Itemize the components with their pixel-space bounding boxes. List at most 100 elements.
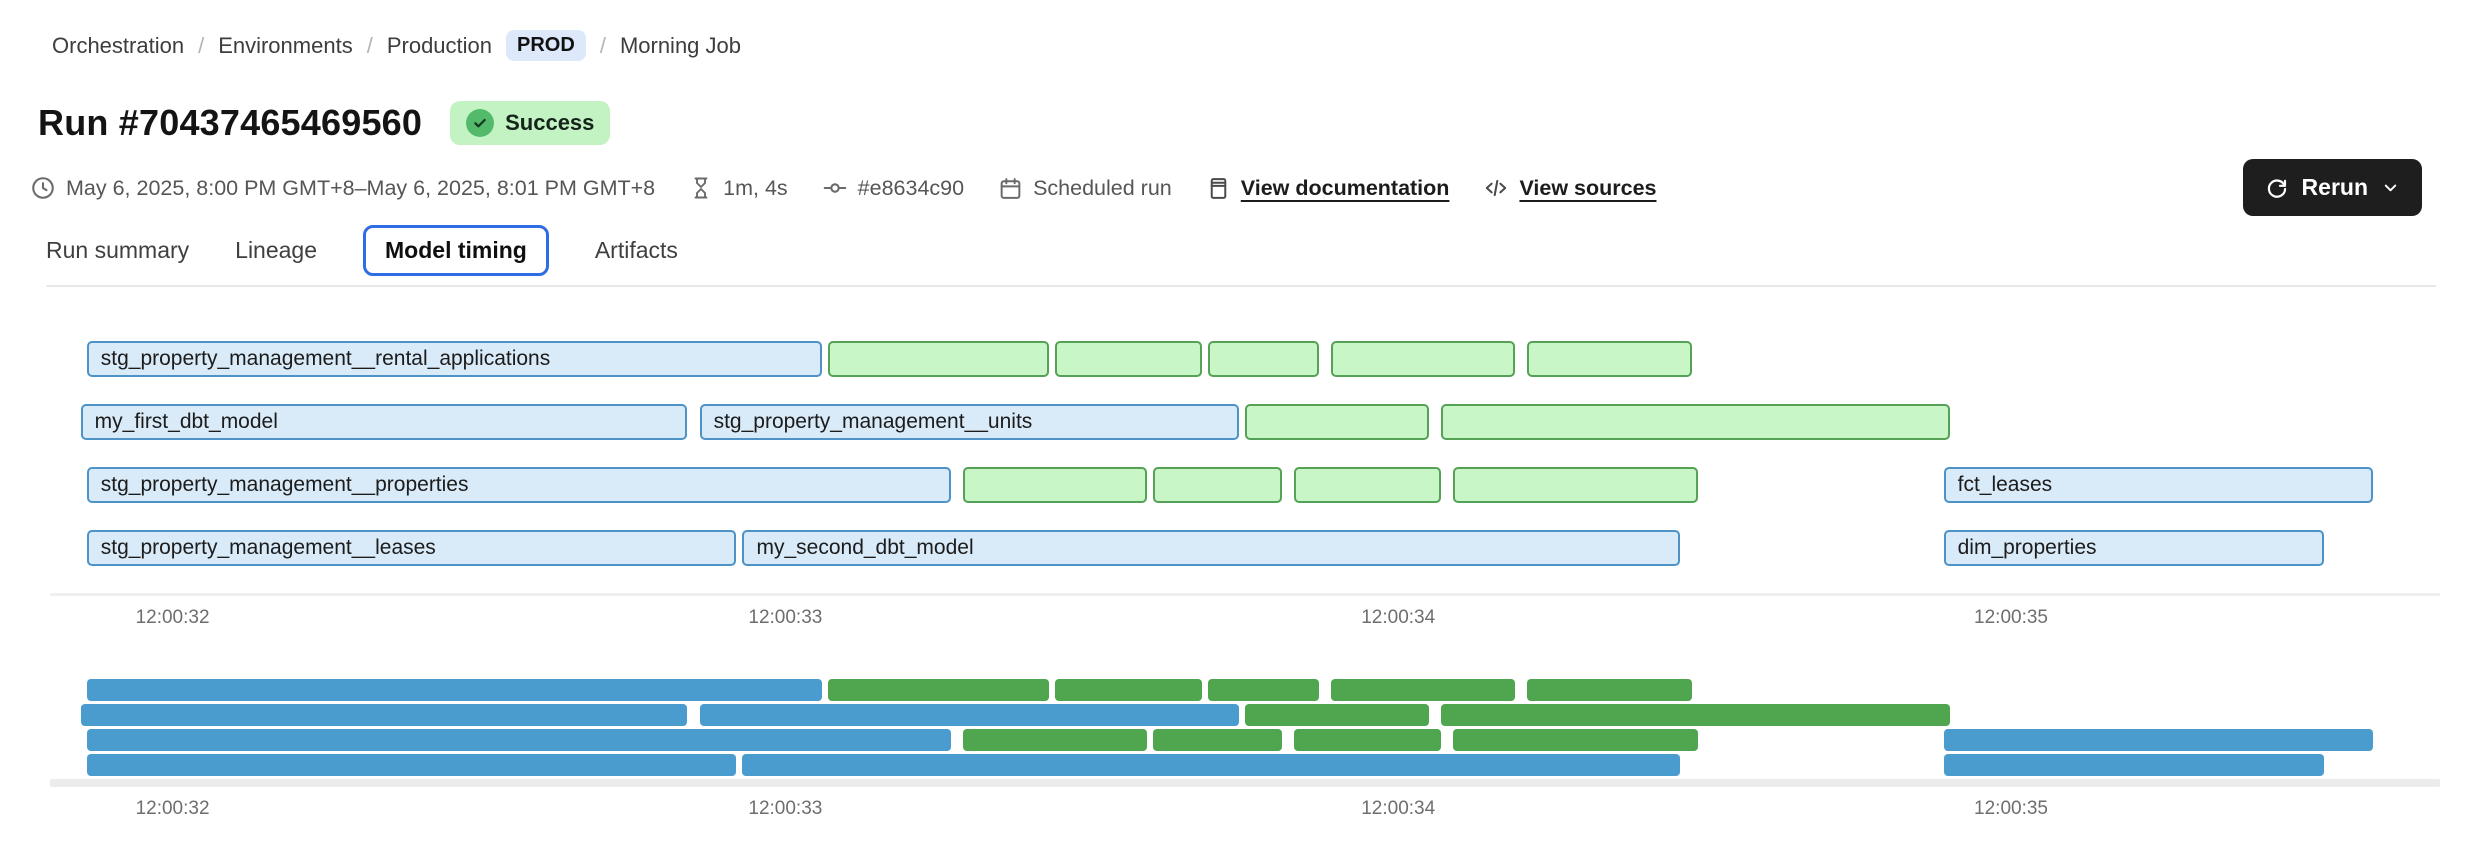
tab-lineage[interactable]: Lineage xyxy=(235,237,318,263)
axis-tick-label: 12:00:33 xyxy=(748,607,823,628)
minimap-bar[interactable] xyxy=(86,754,737,776)
axis-tick-label: 12:00:35 xyxy=(1974,798,2048,819)
gantt-bar[interactable] xyxy=(1055,341,1203,377)
status-label: Success xyxy=(505,110,595,135)
breadcrumb-orchestration[interactable]: Orchestration xyxy=(52,32,185,58)
minimap-time-axis: 12:00:32 12:00:33 12:00:34 12:00:35 xyxy=(50,798,2440,824)
timing-minimap[interactable]: 12:00:32 12:00:33 12:00:34 12:00:35 xyxy=(50,679,2440,824)
gantt-time-axis: 12:00:32 12:00:33 12:00:34 12:00:35 xyxy=(50,607,2440,633)
gantt-bar[interactable]: my_first_dbt_model xyxy=(80,404,688,440)
gantt-bar[interactable]: fct_leases xyxy=(1943,467,2373,503)
gantt-bar[interactable] xyxy=(1294,467,1442,503)
gantt-bar[interactable]: stg_property_management__units xyxy=(699,404,1239,440)
chevron-down-icon xyxy=(2381,178,2400,197)
minimap-bar[interactable] xyxy=(1441,704,1950,726)
minimap-row xyxy=(50,679,2440,701)
minimap-bar[interactable] xyxy=(699,704,1239,726)
prod-env-badge: PROD xyxy=(506,30,586,61)
minimap-row xyxy=(50,729,2440,751)
run-header: Run #70437465469560 Success xyxy=(38,101,2466,145)
axis-tick-label: 12:00:32 xyxy=(135,607,210,628)
breadcrumb-environments[interactable]: Environments xyxy=(218,32,353,58)
refresh-icon xyxy=(2265,176,2289,200)
breadcrumb-separator: / xyxy=(599,32,606,58)
view-sources[interactable]: View sources xyxy=(1483,175,1656,201)
minimap-bar[interactable] xyxy=(1055,679,1203,701)
git-commit-icon xyxy=(822,175,848,201)
success-check-icon xyxy=(466,109,495,137)
minimap-bar[interactable] xyxy=(80,704,688,726)
tab-model-timing[interactable]: Model timing xyxy=(363,225,549,276)
gantt-bar[interactable] xyxy=(963,467,1147,503)
breadcrumb-production[interactable]: Production xyxy=(386,32,493,58)
gantt-bar[interactable] xyxy=(1441,404,1950,440)
breadcrumb-separator: / xyxy=(198,32,205,58)
minimap-bar[interactable] xyxy=(1943,729,2373,751)
axis-tick-label: 12:00:34 xyxy=(1361,798,1436,819)
clock-icon xyxy=(30,175,56,201)
view-sources-link[interactable]: View sources xyxy=(1519,175,1657,200)
rerun-label: Rerun xyxy=(2301,174,2368,200)
gantt-bar[interactable] xyxy=(1453,467,1699,503)
breadcrumb: Orchestration / Environments / Productio… xyxy=(52,30,2466,61)
book-icon xyxy=(1206,176,1231,201)
view-documentation-link[interactable]: View documentation xyxy=(1240,175,1450,200)
minimap-bar[interactable] xyxy=(1208,679,1319,701)
model-timing-gantt: stg_property_management__rental_applicat… xyxy=(50,341,2440,633)
gantt-row: my_first_dbt_model stg_property_managemen… xyxy=(50,404,2440,440)
view-documentation[interactable]: View documentation xyxy=(1206,175,1450,201)
run-detail-page: Orchestration / Environments / Productio… xyxy=(0,30,2466,842)
gantt-bar[interactable]: stg_property_management__leases xyxy=(86,530,737,566)
gantt-bar[interactable]: my_second_dbt_model xyxy=(742,530,1681,566)
page-title: Run #70437465469560 xyxy=(38,102,423,143)
duration-text: 1m, 4s xyxy=(723,175,788,200)
gantt-bar[interactable] xyxy=(1526,341,1693,377)
minimap-bar[interactable] xyxy=(1453,729,1699,751)
minimap-bar[interactable] xyxy=(86,729,951,751)
minimap-bar[interactable] xyxy=(1153,729,1282,751)
minimap-bar[interactable] xyxy=(86,679,823,701)
run-trigger: Scheduled run xyxy=(998,176,1172,201)
minimap-rows xyxy=(50,679,2440,776)
breadcrumb-morning-job[interactable]: Morning Job xyxy=(619,32,742,58)
minimap-row xyxy=(50,754,2440,776)
axis-tick-label: 12:00:35 xyxy=(1974,607,2048,628)
status-badge: Success xyxy=(450,101,611,145)
axis-tick-label: 12:00:33 xyxy=(748,798,823,819)
run-duration: 1m, 4s xyxy=(689,176,788,201)
axis-tick-label: 12:00:34 xyxy=(1361,607,1436,628)
minimap-bar[interactable] xyxy=(1526,679,1693,701)
time-range-text: May 6, 2025, 8:00 PM GMT+8–May 6, 2025, … xyxy=(66,175,656,200)
gantt-bar[interactable] xyxy=(1330,341,1515,377)
chart-axis-divider xyxy=(50,593,2440,596)
tab-run-summary[interactable]: Run summary xyxy=(46,237,190,263)
run-tabs: Run summary Lineage Model timing Artifac… xyxy=(46,225,2436,287)
gantt-bar[interactable]: stg_property_management__rental_applicat… xyxy=(86,341,823,377)
breadcrumb-separator: / xyxy=(366,32,373,58)
run-time-range: May 6, 2025, 8:00 PM GMT+8–May 6, 2025, … xyxy=(30,175,655,201)
minimap-scroll-track[interactable] xyxy=(50,779,2440,787)
gantt-rows: stg_property_management__rental_applicat… xyxy=(50,341,2440,566)
gantt-bar[interactable] xyxy=(1153,467,1282,503)
minimap-bar[interactable] xyxy=(1943,754,2324,776)
gantt-bar[interactable]: dim_properties xyxy=(1943,530,2324,566)
minimap-bar[interactable] xyxy=(742,754,1681,776)
gantt-bar[interactable] xyxy=(1245,404,1429,440)
gantt-bar[interactable] xyxy=(1208,341,1319,377)
minimap-bar[interactable] xyxy=(1330,679,1515,701)
minimap-bar[interactable] xyxy=(963,729,1147,751)
gantt-bar[interactable]: stg_property_management__properties xyxy=(86,467,951,503)
minimap-bar[interactable] xyxy=(828,679,1049,701)
minimap-row xyxy=(50,704,2440,726)
run-meta-row: May 6, 2025, 8:00 PM GMT+8–May 6, 2025, … xyxy=(30,175,2466,201)
minimap-bar[interactable] xyxy=(1245,704,1429,726)
code-icon xyxy=(1483,175,1509,201)
rerun-button[interactable]: Rerun xyxy=(2242,159,2422,216)
axis-tick-label: 12:00:32 xyxy=(135,798,210,819)
gantt-bar[interactable] xyxy=(828,341,1049,377)
trigger-text: Scheduled run xyxy=(1033,175,1172,200)
minimap-bar[interactable] xyxy=(1294,729,1442,751)
calendar-icon xyxy=(998,176,1023,201)
tab-artifacts[interactable]: Artifacts xyxy=(594,237,678,263)
